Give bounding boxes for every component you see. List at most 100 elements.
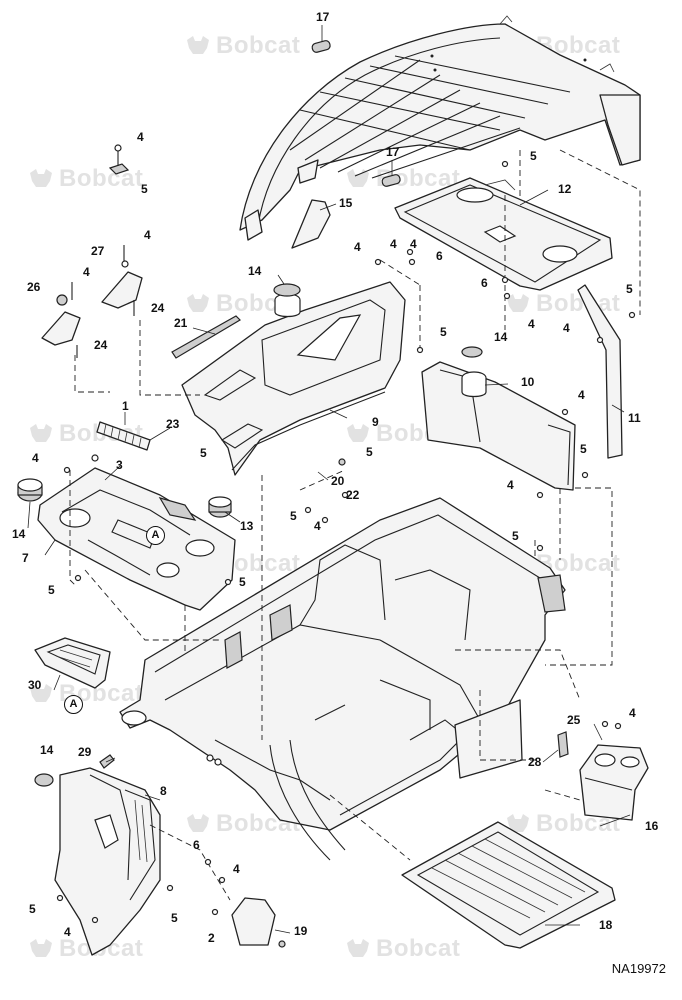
bobcat-logo-icon [185, 34, 211, 56]
reference-marker: A [146, 526, 165, 545]
callout-label: 14 [494, 330, 508, 344]
callout-label: 29 [78, 745, 92, 759]
bobcat-logo-icon [28, 422, 54, 444]
callout-label: 4 [390, 237, 397, 251]
callout-label: 4 [507, 478, 514, 492]
callout-label: 11 [628, 411, 641, 425]
watermark: Bobcat [185, 32, 300, 60]
headliner-panel-12 [394, 177, 613, 291]
callout-label: 14 [248, 264, 262, 278]
pillar-trim-11 [577, 284, 623, 459]
side-panel-8 [54, 767, 161, 956]
callout-label: 5 [512, 529, 519, 543]
bobcat-logo-icon [185, 292, 211, 314]
bobcat-logo-icon [505, 292, 531, 314]
callout-label: 6 [436, 249, 443, 263]
floor-mat-30 [34, 637, 111, 689]
bracket-28 [557, 731, 569, 758]
callout-label: 5 [530, 149, 537, 163]
callout-label: 4 [629, 706, 636, 720]
callout-label: 4 [233, 862, 240, 876]
cup-holder-cap [208, 496, 232, 518]
callout-label: 5 [200, 446, 207, 460]
callout-label: 14 [12, 527, 26, 541]
callout-label: 12 [558, 182, 572, 196]
callout-label: 18 [599, 918, 613, 932]
bobcat-logo-icon [28, 682, 54, 704]
cover-19 [231, 897, 276, 946]
fastener-group [56, 160, 636, 948]
callout-label: 5 [171, 911, 178, 925]
bobcat-logo-icon [28, 167, 54, 189]
callout-label: 4 [32, 451, 39, 465]
callout-label: 5 [290, 509, 297, 523]
callout-label: 30 [28, 678, 42, 692]
side-console-10 [421, 346, 576, 491]
callout-label: 24 [151, 301, 165, 315]
floor-mat-18 [401, 821, 616, 949]
bobcat-logo-icon [345, 937, 371, 959]
callout-label: 5 [141, 182, 148, 196]
callout-label: 17 [316, 10, 330, 24]
callout-label: 5 [29, 902, 36, 916]
callout-label: 25 [567, 713, 581, 727]
bobcat-logo-icon [505, 812, 531, 834]
reference-marker: A [64, 695, 83, 714]
cab-frame [119, 497, 566, 861]
watermark: Bobcat [28, 165, 143, 193]
assembly-lines [69, 149, 641, 901]
callout-label: 24 [94, 338, 108, 352]
bobcat-logo-icon [185, 812, 211, 834]
floor-console-7 [37, 467, 236, 611]
callout-label: 4 [137, 130, 144, 144]
cup-holder-cap [34, 773, 54, 787]
callout-label: 4 [144, 228, 151, 242]
callout-label: 5 [366, 445, 373, 459]
fastener-group [108, 144, 130, 175]
bobcat-logo-icon [345, 167, 371, 189]
bobcat-logo-icon [28, 937, 54, 959]
callout-label: 5 [626, 282, 633, 296]
grommet-17 [311, 40, 401, 187]
callout-label: 22 [346, 488, 360, 502]
callout-label: 1 [122, 399, 129, 413]
callout-label: 27 [91, 244, 105, 258]
side-console-9 [181, 281, 406, 476]
callout-label: 5 [580, 442, 587, 456]
callout-label: 23 [166, 417, 180, 431]
bracket-24-left [41, 282, 81, 358]
callout-label: 4 [354, 240, 361, 254]
watermark: Bobcat [505, 290, 620, 318]
callout-label: 9 [372, 415, 379, 429]
callout-label: 14 [40, 743, 54, 757]
callout-label: 5 [440, 325, 447, 339]
vent-grille-1 [96, 421, 151, 451]
leader-lines [27, 25, 631, 934]
callout-label: 16 [645, 819, 659, 833]
callout-label: 5 [239, 575, 246, 589]
callout-label: 4 [410, 237, 417, 251]
callout-label: 5 [48, 583, 55, 597]
callout-label: 10 [521, 375, 535, 389]
callout-label: 2 [208, 931, 215, 945]
cup-holder-cap [17, 478, 43, 502]
callout-label: 6 [193, 838, 200, 852]
callout-label: 4 [578, 388, 585, 402]
callout-label: 13 [240, 519, 254, 533]
callout-label: 21 [174, 316, 188, 330]
cup-holder-box-16 [579, 744, 649, 821]
callout-label: 6 [481, 276, 488, 290]
callout-label: 17 [386, 145, 400, 159]
callout-label: 4 [528, 317, 535, 331]
callout-label: 4 [314, 519, 321, 533]
callout-label: 20 [331, 474, 345, 488]
callout-label: 8 [160, 784, 167, 798]
cab-roof [239, 15, 641, 241]
callout-label: 7 [22, 551, 29, 565]
trim-strip-21 [171, 315, 241, 359]
callout-label: 4 [64, 925, 71, 939]
bracket-24-right [101, 245, 143, 316]
watermark: Bobcat [345, 935, 460, 963]
